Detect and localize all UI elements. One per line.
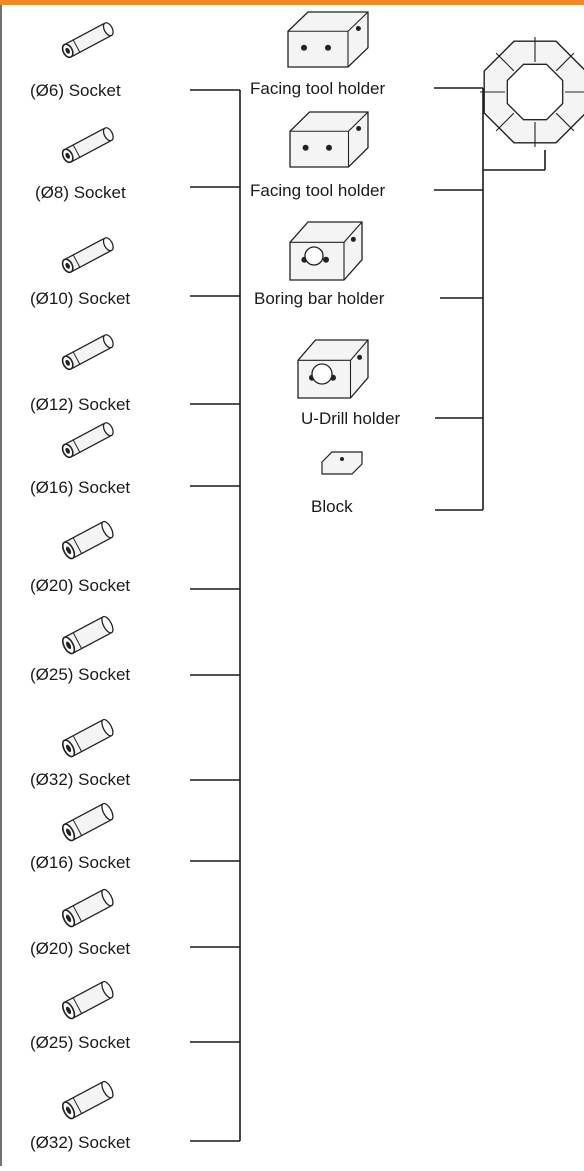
holder-label: U-Drill holder: [301, 409, 401, 428]
boring-bar-holder-icon: [289, 221, 363, 281]
socket-icon: [61, 718, 114, 758]
socket-icon: [61, 22, 114, 59]
socket-label: (Ø20) Socket: [30, 576, 130, 595]
holder-label: Boring bar holder: [254, 289, 385, 308]
socket-label: (Ø25) Socket: [30, 1033, 130, 1052]
socket-label: (Ø10) Socket: [30, 289, 130, 308]
turret-icon: [480, 37, 584, 147]
holder-label: Facing tool holder: [250, 181, 385, 200]
u-drill-holder-icon: [297, 339, 369, 399]
facing-tool-holder-icon: [289, 111, 369, 168]
socket-label: (Ø16) Socket: [30, 478, 130, 497]
holder-label: Block: [311, 497, 353, 516]
facing-tool-holder-icon: [287, 11, 369, 68]
socket-icon: [61, 520, 114, 560]
socket-icon: [61, 615, 114, 655]
holder-label: Facing tool holder: [250, 79, 385, 98]
socket-icon: [61, 334, 114, 371]
socket-icon: [61, 888, 114, 928]
socket-label: (Ø8) Socket: [35, 183, 126, 202]
socket-label: (Ø6) Socket: [30, 81, 121, 100]
socket-icon: [61, 980, 114, 1020]
socket-icon: [61, 237, 114, 274]
socket-label: (Ø32) Socket: [30, 770, 130, 789]
socket-icon: [61, 1080, 114, 1120]
top-accent-bar: [0, 0, 584, 5]
socket-label: (Ø20) Socket: [30, 939, 130, 958]
socket-icon: [61, 127, 114, 164]
socket-label: (Ø25) Socket: [30, 665, 130, 684]
socket-label: (Ø12) Socket: [30, 395, 130, 414]
socket-icon: [61, 802, 114, 842]
socket-icon: [61, 422, 114, 459]
socket-label: (Ø16) Socket: [30, 853, 130, 872]
block-icon: [321, 451, 363, 475]
socket-label: (Ø32) Socket: [30, 1133, 130, 1152]
